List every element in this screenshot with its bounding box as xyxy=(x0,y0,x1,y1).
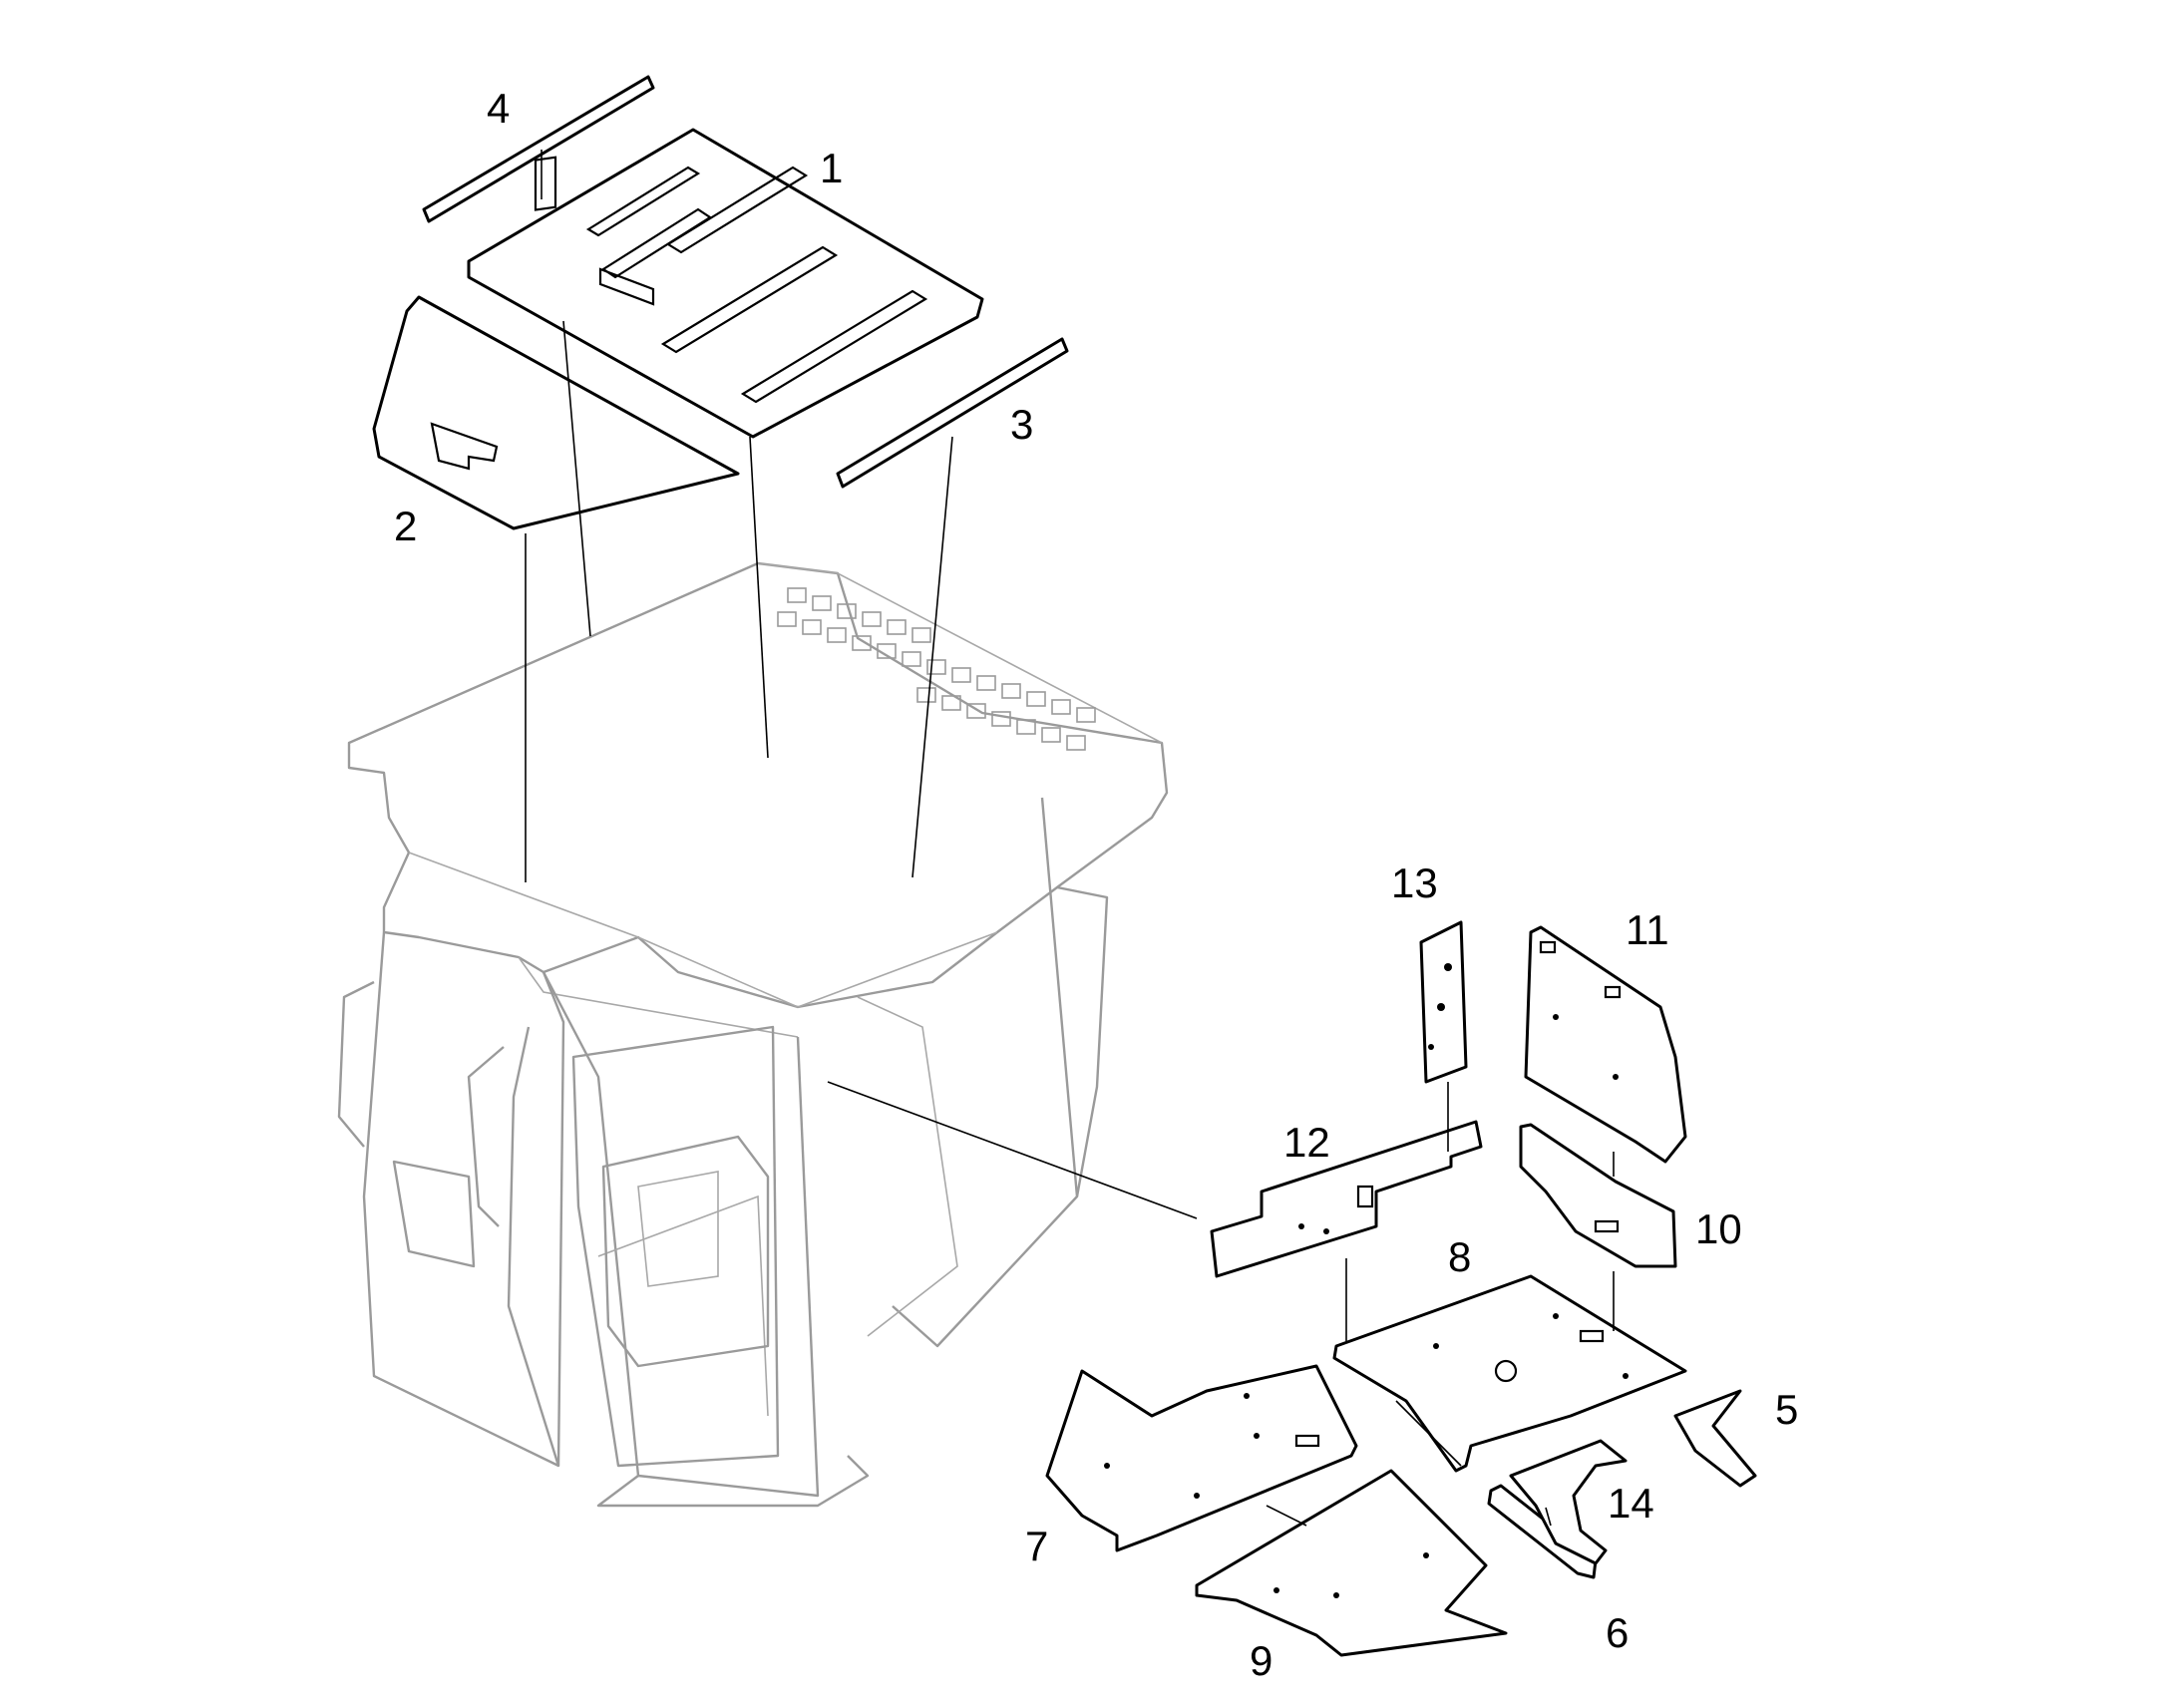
part-3-trim-strip xyxy=(836,337,1069,489)
callout-10: 10 xyxy=(1695,1205,1742,1252)
callout-5: 5 xyxy=(1775,1386,1798,1433)
roof-grille xyxy=(777,587,1096,751)
callout-2: 2 xyxy=(394,503,417,549)
callout-13: 13 xyxy=(1391,859,1438,906)
callout-3: 3 xyxy=(1010,401,1033,448)
callout-8: 8 xyxy=(1448,1233,1471,1280)
part-2-front-liner xyxy=(372,295,740,530)
callout-11: 11 xyxy=(1626,906,1669,953)
part-12-panel xyxy=(1210,1120,1483,1278)
leader-lines xyxy=(525,150,1615,1527)
callout-14: 14 xyxy=(1608,1480,1654,1527)
part-4-trim-strip xyxy=(422,75,655,223)
part-11-rear-panel xyxy=(1524,925,1687,1164)
part-7-floor-panel xyxy=(1045,1364,1358,1552)
part-10-side-panel xyxy=(1519,1123,1677,1268)
cab-structure xyxy=(337,561,1169,1508)
part-9-floor-panel xyxy=(1195,1469,1508,1657)
callout-12: 12 xyxy=(1283,1119,1330,1166)
part-8-floor-panel xyxy=(1332,1274,1687,1473)
callout-labels: 1 2 3 4 5 6 7 8 9 10 11 12 13 14 xyxy=(394,85,1798,1684)
callout-4: 4 xyxy=(487,85,510,132)
part-5-bracket xyxy=(1673,1389,1757,1488)
part-6-strip xyxy=(1487,1484,1598,1579)
callout-7: 7 xyxy=(1025,1523,1048,1569)
part-14-bracket xyxy=(1509,1439,1628,1565)
callout-6: 6 xyxy=(1606,1609,1629,1656)
part-13-strip-panel xyxy=(1419,920,1468,1084)
callout-1: 1 xyxy=(820,145,843,191)
callout-9: 9 xyxy=(1250,1637,1272,1684)
part-1-roof-liner xyxy=(467,128,984,439)
